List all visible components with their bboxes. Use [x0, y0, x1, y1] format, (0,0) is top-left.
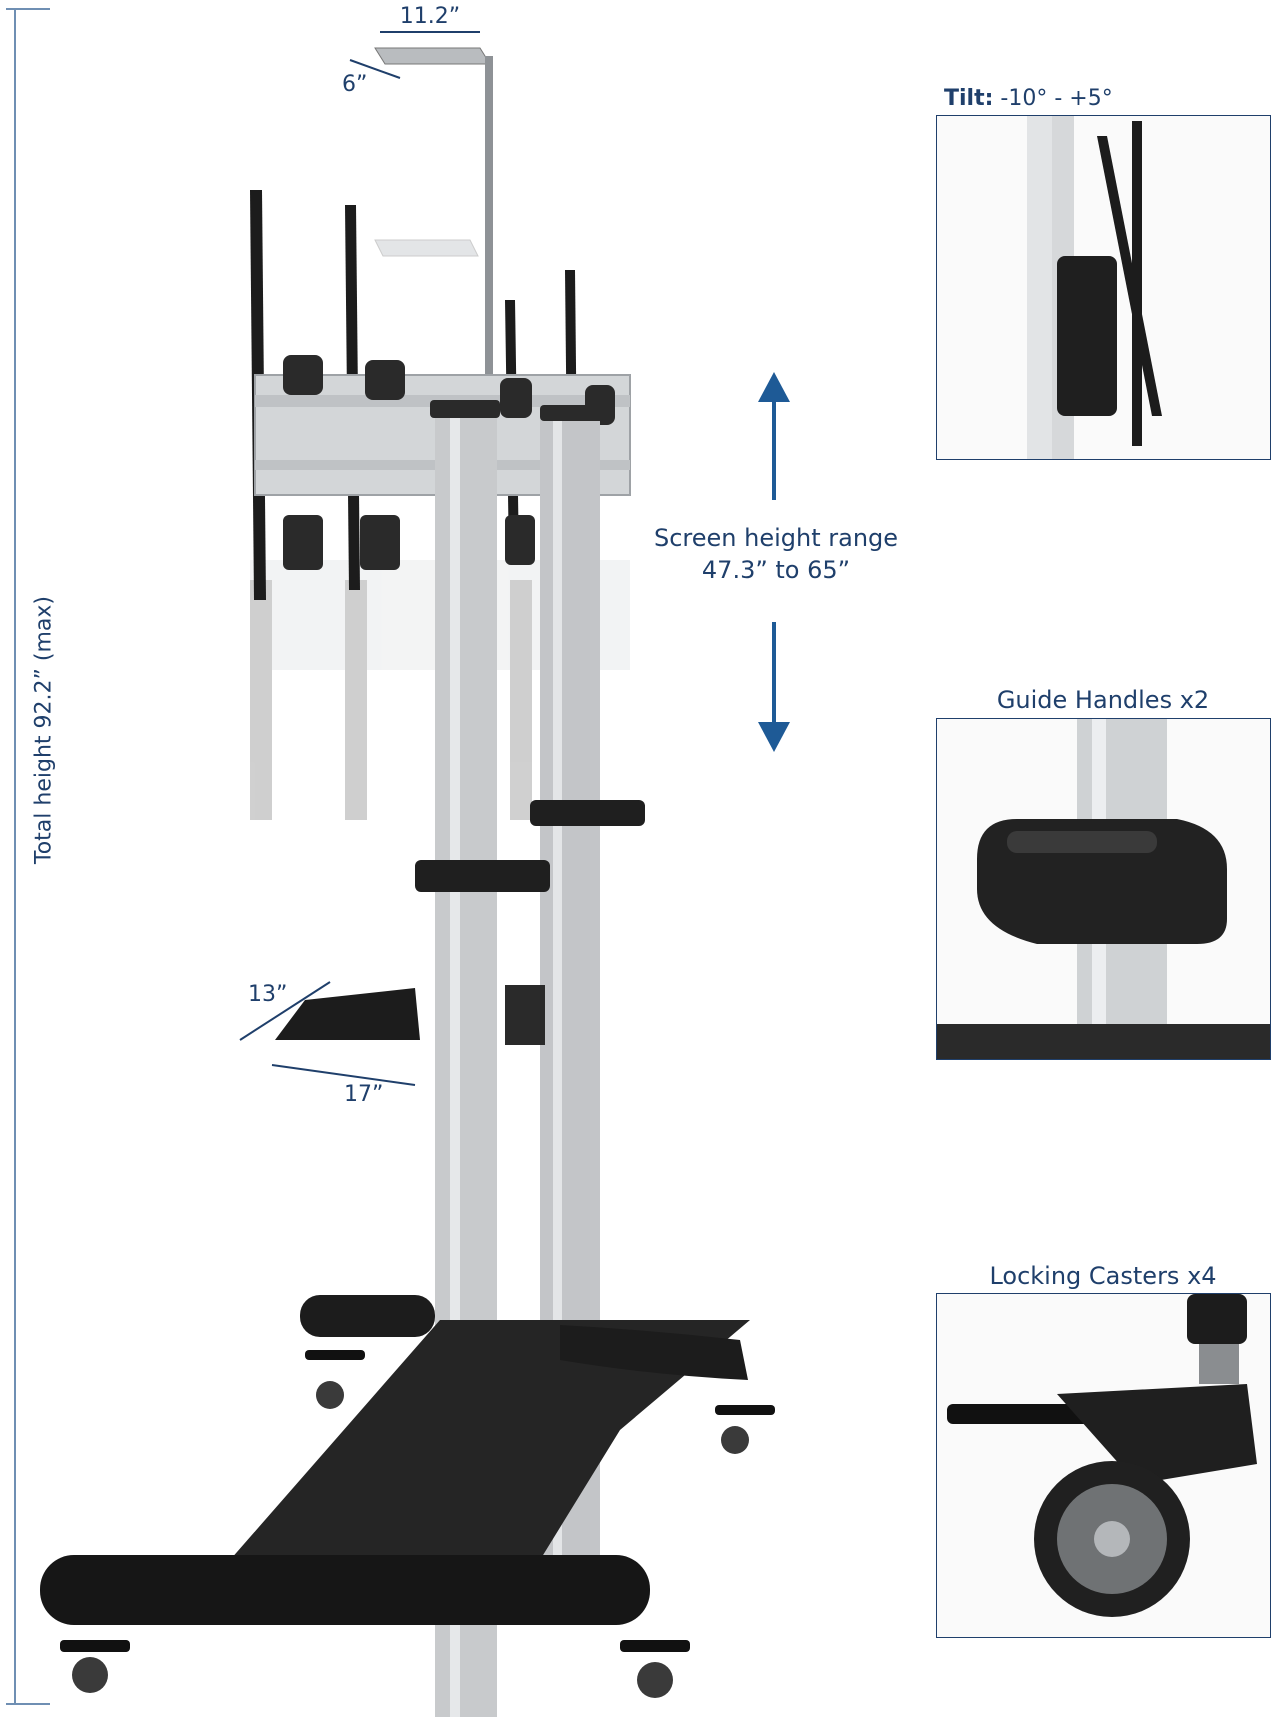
- locking-casters-detail-image: [937, 1294, 1270, 1637]
- guide-handles-detail-image: [937, 719, 1270, 1059]
- tilt-value: -10° - +5°: [993, 86, 1113, 111]
- top-shelf-depth-label: 6”: [342, 72, 368, 97]
- total-height-bottom-tick: [6, 1703, 50, 1705]
- guide-handles-title: Guide Handles x2: [996, 686, 1210, 714]
- tilt-detail-image: [937, 116, 1270, 459]
- height-range-label-line1: Screen height range: [653, 524, 899, 552]
- guide-handles-detail-box: [936, 718, 1271, 1060]
- locking-casters-title: Locking Casters x4: [989, 1262, 1217, 1290]
- tilt-label: Tilt:: [944, 86, 994, 111]
- top-shelf-width-label: 11.2”: [399, 4, 461, 29]
- height-range-down-arrow: [758, 622, 790, 752]
- locking-casters-detail-box: [936, 1293, 1271, 1638]
- height-range-label-line2: 47.3” to 65”: [701, 556, 851, 584]
- height-range-up-arrow: [758, 372, 790, 500]
- mid-shelf-depth-label: 13”: [248, 982, 288, 1007]
- tv-stand-illustration: [40, 31, 775, 1717]
- mid-shelf-width-label: 17”: [344, 1082, 384, 1107]
- total-height-line: [14, 10, 16, 1705]
- total-height-top-tick: [6, 8, 50, 10]
- tilt-detail-box: [936, 115, 1271, 460]
- tilt-caption: Tilt: -10° - +5°: [944, 86, 1113, 111]
